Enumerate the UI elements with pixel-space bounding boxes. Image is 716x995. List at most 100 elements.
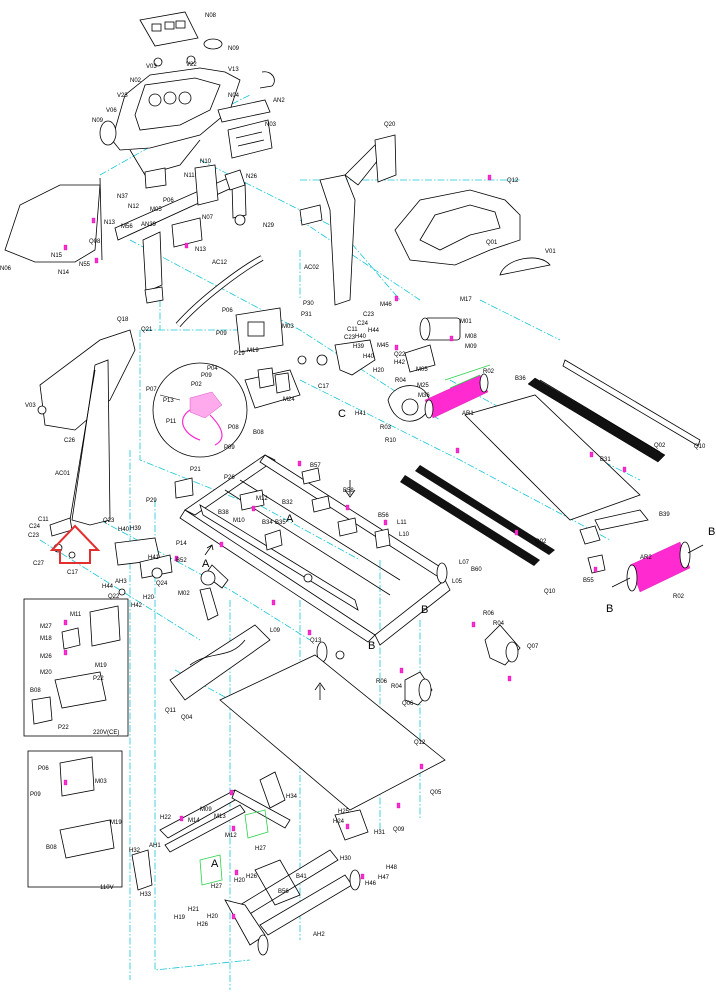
part-label-n55: N55	[79, 262, 91, 268]
part-label-m12b: M12	[225, 833, 237, 839]
right-upright-assembly	[299, 134, 551, 306]
part-label-h26a: H26	[246, 874, 258, 880]
console-assembly	[99, 11, 275, 176]
front-roller	[424, 364, 491, 419]
part-label-n06: N06	[0, 266, 12, 272]
part-label-r06b: R06	[376, 679, 388, 685]
left-upright-assembly	[37, 329, 173, 596]
wiring-detail-circle	[152, 362, 248, 458]
part-label-q20: Q20	[384, 122, 396, 128]
part-label-p19: P19	[234, 351, 245, 357]
part-label-p06c: P06	[38, 766, 49, 772]
part-label-a1: A	[286, 513, 294, 525]
part-label-c23c: C23	[28, 533, 40, 539]
part-label-c23b: C23	[344, 335, 356, 341]
part-label-q06: Q06	[402, 701, 414, 707]
part-label-ac12: AC12	[212, 260, 228, 266]
part-label-q12b: Q12	[414, 740, 426, 746]
rear-roller	[611, 541, 704, 593]
part-label-b36: B36	[515, 376, 526, 382]
part-label-m20: M20	[40, 670, 52, 676]
part-label-q21: Q21	[141, 327, 153, 333]
part-label-m46: M46	[380, 302, 392, 308]
part-label-n12: N12	[128, 204, 140, 210]
part-label-q12a: Q12	[507, 178, 519, 184]
part-label-n10: N10	[200, 159, 212, 165]
part-label-c17b: C17	[67, 570, 79, 576]
incline-frame	[131, 771, 369, 956]
part-label-n13b: N13	[195, 247, 207, 253]
part-label-v03b: V03	[25, 403, 36, 409]
part-label-h46: H46	[365, 881, 377, 887]
bottom-cover	[169, 624, 521, 811]
part-label-n15: N15	[51, 253, 63, 259]
part-label-q09: Q09	[393, 827, 405, 833]
part-label-q10a: Q10	[694, 444, 706, 450]
part-label-p22b: P22	[58, 725, 69, 731]
part-label-b08c: B08	[46, 845, 57, 851]
part-label-h20a: H20	[373, 368, 385, 374]
part-label-b41: B41	[296, 874, 307, 880]
part-label-v220: 220V(CE)	[93, 730, 119, 736]
part-label-v06: V06	[106, 108, 117, 114]
part-label-v22: V22	[186, 62, 197, 68]
part-label-p02: P02	[191, 382, 202, 388]
part-label-h19: H19	[174, 915, 186, 921]
part-label-n07: N07	[202, 215, 214, 221]
part-label-m10: M10	[233, 518, 245, 524]
part-label-n03: N03	[265, 122, 277, 128]
part-label-b08a: B08	[253, 430, 264, 436]
part-label-l10: L10	[399, 532, 410, 538]
part-label-q07: Q07	[527, 644, 539, 650]
part-label-c11a: C11	[347, 327, 358, 333]
part-label-v110: 110V	[100, 885, 114, 891]
part-label-r06a: R06	[483, 611, 495, 617]
part-label-b39: B39	[659, 512, 670, 518]
part-label-q10b: Q10	[544, 589, 556, 595]
part-label-m11: M11	[70, 612, 82, 618]
part-label-m45: M45	[377, 343, 389, 349]
part-label-c: C	[338, 408, 346, 420]
part-label-l09: L09	[270, 628, 281, 634]
part-label-r04c: R04	[391, 684, 403, 690]
hose-ac12	[175, 255, 264, 327]
part-label-h48: H48	[386, 865, 398, 871]
part-label-b56: B56	[378, 513, 389, 519]
part-label-ar1: AR1	[462, 411, 474, 417]
part-label-l05: L05	[452, 579, 463, 585]
part-label-h25: H25	[338, 809, 350, 815]
part-label-v23: V23	[117, 93, 128, 99]
main-frame	[179, 454, 451, 663]
part-label-h40c: H40	[118, 527, 130, 533]
part-label-r10: R10	[385, 438, 397, 444]
part-label-p31: P31	[301, 312, 312, 318]
part-label-m12a: M12	[256, 496, 268, 502]
part-label-n09b: N09	[92, 118, 104, 124]
part-label-h22: H22	[160, 815, 172, 821]
part-label-p06b: P06	[222, 308, 233, 314]
part-label-q23: Q23	[103, 518, 115, 524]
part-label-h33: H33	[140, 892, 152, 898]
part-label-n26: N26	[246, 174, 258, 180]
fastener-markers	[63, 174, 627, 920]
part-label-q22a: Q22	[394, 352, 406, 358]
handlebar-assembly	[4, 164, 247, 304]
part-label-m24: M24	[283, 397, 295, 403]
part-label-m01: M01	[460, 319, 472, 325]
running-deck	[400, 359, 701, 574]
part-label-h20d: H20	[207, 914, 219, 920]
part-label-m18: M18	[40, 636, 52, 642]
part-label-h39b: H39	[130, 526, 142, 532]
part-label-r02a: R02	[483, 369, 495, 375]
part-label-m09a: M09	[465, 344, 477, 350]
part-label-q18: Q18	[117, 317, 129, 323]
part-label-c17a: C17	[318, 384, 330, 390]
part-label-q05: Q05	[430, 790, 442, 796]
part-label-m03b: M03	[95, 779, 107, 785]
part-label-c24b: C24	[29, 524, 41, 530]
part-label-p08: P08	[228, 425, 239, 431]
part-label-ac01: AC01	[55, 471, 71, 477]
part-label-p07: P07	[146, 387, 157, 393]
part-label-h44a: H44	[368, 328, 380, 334]
part-label-ah2: AH2	[313, 932, 325, 938]
